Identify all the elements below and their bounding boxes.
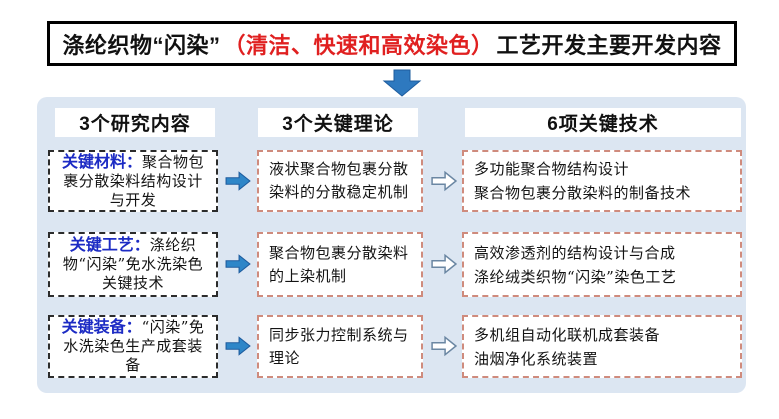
research-label: 关键材料：: [61, 153, 142, 171]
research-box-equipment: 关键装备：“闪染”免水洗染色生产成套装备: [48, 315, 218, 378]
research-box-materials: 关键材料：聚合物包裹分散染料结构设计与开发: [48, 150, 218, 212]
theory-box-dispersion: 液状聚合物包裹分散染料的分散稳定机制: [257, 150, 423, 212]
column-header-technology: 6项关键技术: [465, 108, 741, 137]
technology-line: 涤纶绒类织物“闪染”染色工艺: [474, 267, 677, 286]
title-text-left: 涤纶织物“闪染”: [62, 32, 221, 58]
theory-text: 液状聚合物包裹分散染料的分散稳定机制: [269, 160, 409, 201]
column-header-research: 3个研究内容: [55, 108, 215, 137]
title-text-highlight: （清洁、快速和高效染色）: [223, 32, 494, 58]
technology-line: 多机组自动化联机成套装备: [474, 325, 661, 344]
technology-line: 聚合物包裹分散染料的制备技术: [474, 184, 692, 202]
theory-text: 同步张力控制系统与理论: [269, 325, 409, 367]
technology-line: 油烟净化系统装置: [474, 349, 599, 368]
down-arrow-icon: [382, 69, 422, 97]
research-box-materials-text: 关键材料：聚合物包裹分散染料结构设计与开发: [58, 153, 208, 210]
research-text: 涤纶织物“闪染”免水洗染色关键技术: [62, 236, 204, 292]
technology-box-process: 高效渗透剂的结构设计与合成 涤纶绒类织物“闪染”染色工艺: [462, 232, 742, 297]
solid-right-arrow-icon: [225, 336, 251, 356]
title-text-right: 工艺开发主要开发内容: [496, 32, 722, 58]
theory-box-dyeing: 聚合物包裹分散染料的上染机制: [257, 232, 423, 297]
technology-line: 高效渗透剂的结构设计与合成: [474, 243, 676, 262]
research-label: 关键工艺：: [69, 237, 150, 254]
theory-text: 聚合物包裹分散染料的上染机制: [269, 243, 409, 285]
research-label: 关键装备：: [61, 319, 142, 336]
research-box-process-text: 关键工艺：涤纶织物“闪染”免水洗染色关键技术: [58, 236, 208, 293]
diagram-panel: 3个研究内容 3个关键理论 6项关键技术 关键材料：聚合物包裹分散染料结构设计与…: [37, 97, 746, 393]
title-banner: 涤纶织物“闪染” （清洁、快速和高效染色） 工艺开发主要开发内容: [47, 21, 737, 66]
technology-line: 多功能聚合物结构设计: [474, 160, 630, 178]
column-header-theory: 3个关键理论: [258, 108, 418, 137]
theory-box-tension: 同步张力控制系统与理论: [257, 315, 423, 378]
technology-box-equipment: 多机组自动化联机成套装备 油烟净化系统装置: [462, 315, 742, 378]
solid-right-arrow-icon: [225, 254, 251, 274]
research-box-process: 关键工艺：涤纶织物“闪染”免水洗染色关键技术: [48, 232, 218, 297]
hollow-right-arrow-icon: [431, 253, 457, 275]
hollow-right-arrow-icon: [431, 335, 457, 357]
research-text: 聚合物包裹分散染料结构设计与开发: [63, 152, 205, 209]
hollow-right-arrow-icon: [431, 170, 457, 192]
solid-right-arrow-icon: [225, 171, 251, 191]
research-text: “闪染”免水洗染色生产成套装备: [63, 318, 205, 374]
technology-box-materials: 多功能聚合物结构设计 聚合物包裹分散染料的制备技术: [462, 150, 742, 212]
research-box-equipment-text: 关键装备：“闪染”免水洗染色生产成套装备: [58, 318, 208, 375]
